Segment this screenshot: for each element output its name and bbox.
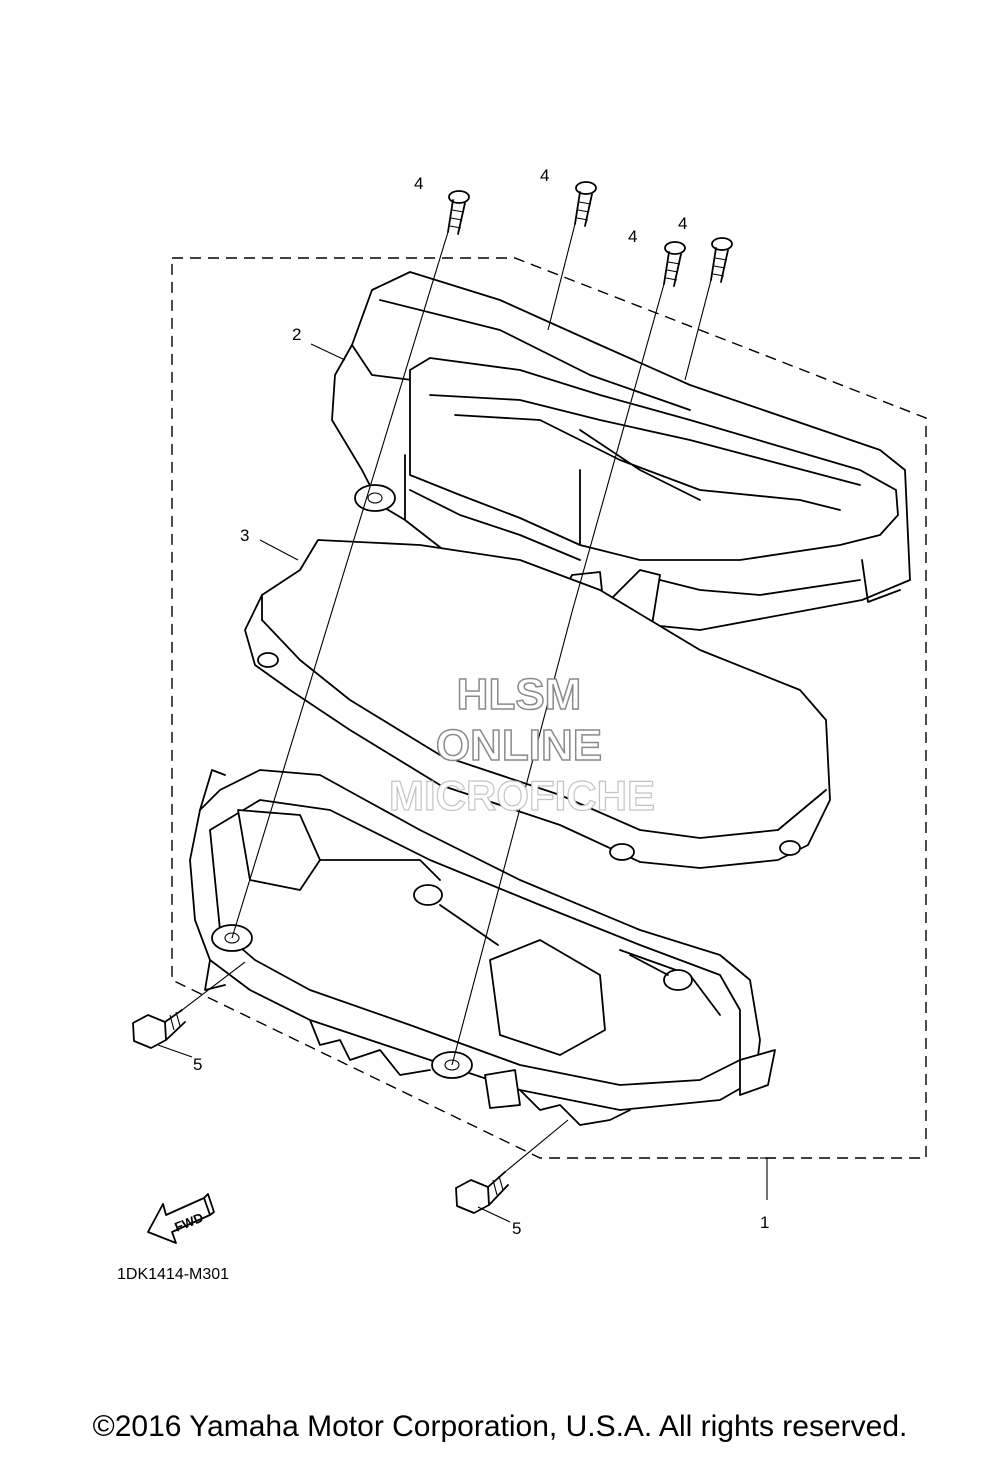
fwd-arrow-icon: FWD	[147, 1193, 215, 1244]
watermark: HLSM ONLINE MICROFICHE	[388, 669, 655, 819]
callout-4b: 4	[540, 166, 549, 185]
callout-3: 3	[240, 526, 249, 545]
bolt-5-left	[132, 1009, 186, 1049]
screw-4c	[663, 241, 686, 287]
callout-5-left: 5	[193, 1055, 202, 1074]
watermark-line1: HLSM	[457, 670, 582, 719]
assembly-boundary	[171, 257, 927, 1159]
watermark-line3: MICROFICHE	[389, 772, 655, 819]
callout-4a: 4	[414, 174, 423, 193]
copyright-notice: ©2016 Yamaha Motor Corporation, U.S.A. A…	[92, 1410, 908, 1443]
bolt-5-right	[455, 1171, 509, 1214]
watermark-line2: ONLINE	[436, 721, 602, 770]
screw-4d	[710, 237, 733, 283]
callout-leaders	[157, 343, 511, 1223]
diagram-code: 1DK1414-M301	[117, 1266, 229, 1283]
callout-1: 1	[760, 1213, 769, 1232]
meter-body	[189, 769, 776, 1126]
screw-4b	[574, 181, 597, 227]
screw-4a	[447, 190, 470, 235]
callout-2: 2	[292, 325, 301, 344]
callout-4d: 4	[678, 214, 687, 233]
callout-5-right: 5	[512, 1219, 521, 1238]
meter-lens	[244, 539, 831, 869]
fastener-axes	[181, 223, 712, 1173]
callout-4c: 4	[628, 227, 637, 246]
